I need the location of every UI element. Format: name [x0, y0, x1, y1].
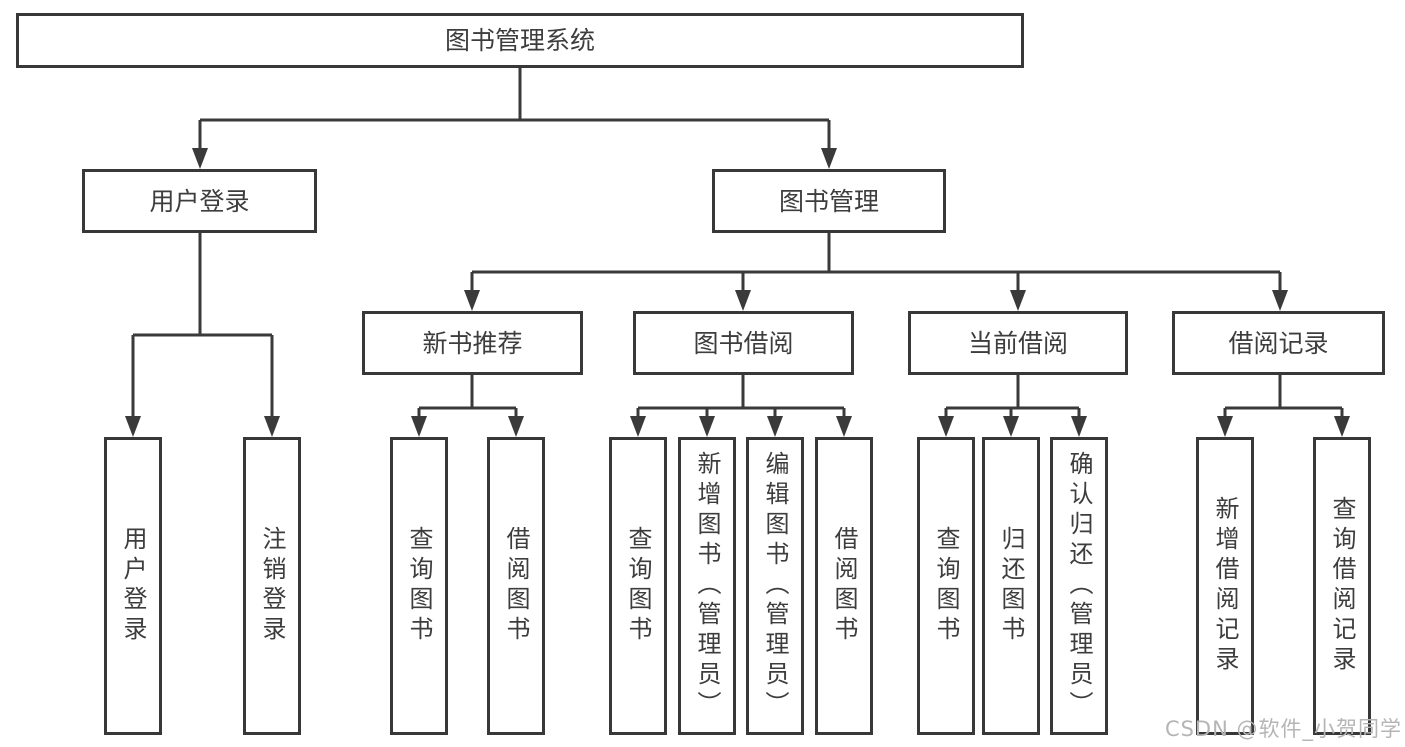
leaf-borrow-books: 借阅图书 — [815, 437, 873, 735]
leaf-edit-book-admin-label: 编辑图书（管理员） — [761, 451, 789, 721]
node-root-label: 图书管理系统 — [444, 26, 595, 55]
leaf-confirm-return-admin-label: 确认归还（管理员） — [1065, 451, 1093, 721]
leaf-borrow-books-recommend-label: 借阅图书 — [502, 526, 530, 646]
node-borrow-records-label: 借阅记录 — [1228, 328, 1329, 358]
node-current-borrow-label: 当前借阅 — [967, 328, 1068, 358]
node-book-management: 图书管理 — [712, 169, 946, 233]
leaf-add-book-admin-label: 新增图书（管理员） — [693, 451, 721, 721]
connector-current-borrow-to-leaves — [938, 375, 1087, 437]
leaf-confirm-return-admin: 确认归还（管理员） — [1050, 437, 1108, 735]
leaf-logout: 注销登录 — [243, 437, 301, 735]
leaf-add-borrow-record-label: 新增借阅记录 — [1211, 496, 1239, 676]
leaf-query-books-recommend-label: 查询图书 — [405, 526, 433, 646]
leaf-return-book: 归还图书 — [982, 437, 1040, 735]
node-new-book-recommend-label: 新书推荐 — [422, 328, 523, 358]
leaf-add-book-admin: 新增图书（管理员） — [678, 437, 736, 735]
leaf-add-borrow-record: 新增借阅记录 — [1196, 437, 1254, 735]
leaf-user-login: 用户登录 — [104, 437, 162, 735]
leaf-query-books-recommend: 查询图书 — [390, 437, 448, 735]
leaf-query-borrow-record-label: 查询借阅记录 — [1328, 496, 1356, 676]
leaf-borrow-books-recommend: 借阅图书 — [487, 437, 545, 735]
node-book-borrow: 图书借阅 — [633, 311, 854, 375]
connector-book-management-to-level3 — [464, 233, 1288, 311]
connector-book-borrow-to-leaves — [630, 375, 852, 437]
leaf-query-books-borrow-label: 查询图书 — [624, 526, 652, 646]
leaf-logout-label: 注销登录 — [258, 526, 286, 646]
connector-new-book-recommend-to-leaves — [411, 375, 524, 437]
watermark: CSDN @软件_小贺同学 — [1164, 717, 1402, 741]
leaf-query-books-borrow: 查询图书 — [609, 437, 667, 735]
connector-user-login-to-leaves — [125, 233, 280, 437]
connector-root-to-level2 — [192, 68, 837, 169]
leaf-edit-book-admin: 编辑图书（管理员） — [746, 437, 804, 735]
node-borrow-records: 借阅记录 — [1172, 311, 1385, 375]
node-user-login-label: 用户登录 — [149, 186, 250, 216]
leaf-query-books-current-label: 查询图书 — [932, 526, 960, 646]
node-root: 图书管理系统 — [16, 13, 1024, 68]
leaf-borrow-books-label: 借阅图书 — [830, 526, 858, 646]
node-current-borrow: 当前借阅 — [908, 311, 1128, 375]
node-book-management-label: 图书管理 — [778, 186, 879, 216]
leaf-user-login-label: 用户登录 — [119, 526, 147, 646]
leaf-query-borrow-record: 查询借阅记录 — [1313, 437, 1371, 735]
leaf-query-books-current: 查询图书 — [917, 437, 975, 735]
leaf-return-book-label: 归还图书 — [997, 526, 1025, 646]
node-new-book-recommend: 新书推荐 — [362, 311, 583, 375]
node-user-login: 用户登录 — [82, 169, 317, 233]
connector-borrow-records-to-leaves — [1217, 375, 1350, 437]
node-book-borrow-label: 图书借阅 — [693, 328, 794, 358]
